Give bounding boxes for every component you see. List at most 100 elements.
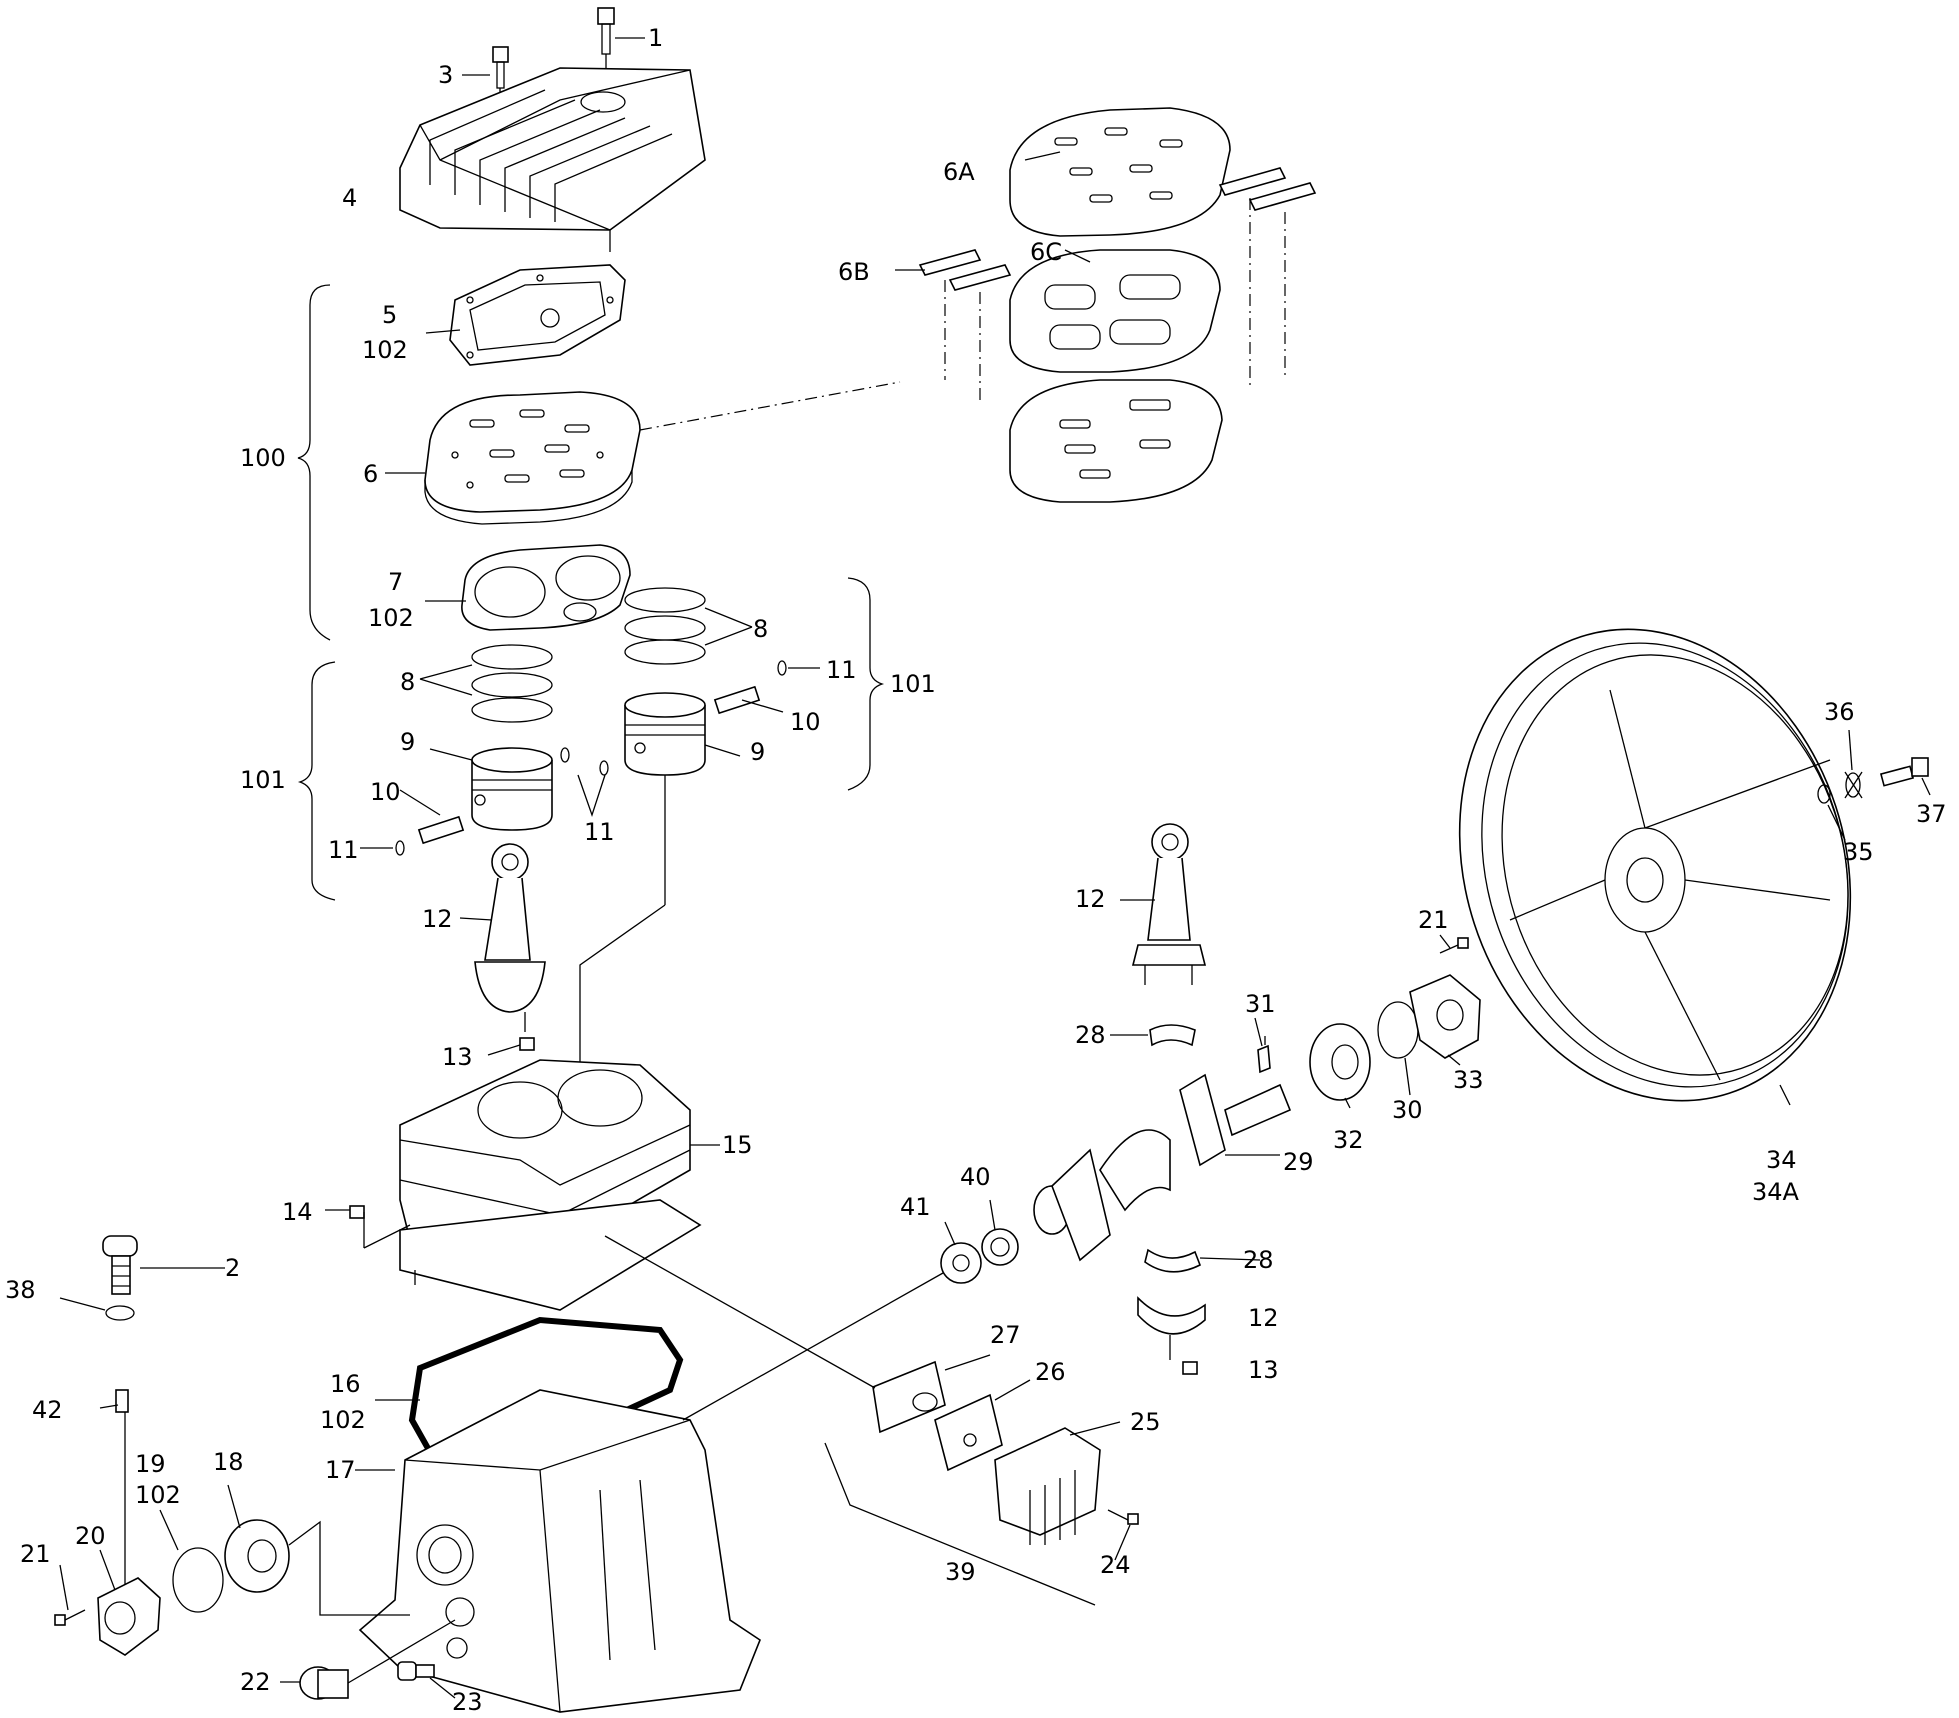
part-12-rod-right	[1131, 823, 1207, 985]
label-6a: 6A	[943, 158, 975, 186]
leader-22	[347, 1619, 456, 1684]
label-21-right: 21	[1418, 906, 1449, 934]
part-41-seal	[940, 1242, 982, 1284]
label-8-left: 8	[400, 668, 415, 696]
part-21-screw-right	[1439, 937, 1469, 954]
part-17-crankcase	[358, 1389, 761, 1713]
part-12-rod-cap	[1137, 1296, 1206, 1360]
part-6-valve-plate	[424, 391, 641, 525]
label-23: 23	[452, 1688, 483, 1716]
label-6: 6	[363, 460, 378, 488]
part-27-filter-base	[872, 1360, 946, 1434]
part-13-nut-left	[519, 1037, 535, 1051]
label-29: 29	[1283, 1148, 1314, 1176]
leader-6-to-detail	[639, 381, 901, 431]
label-10-left: 10	[370, 778, 401, 806]
label-101-right: 101	[890, 670, 936, 698]
part-12-rod-left	[474, 843, 546, 1032]
label-22: 22	[240, 1668, 271, 1696]
part-8-rings-right	[624, 587, 706, 665]
part-40-seal	[981, 1228, 1019, 1266]
part-11-clip	[395, 840, 405, 856]
label-3: 3	[438, 61, 453, 89]
label-5-102: 102	[362, 336, 408, 364]
part-6b-reeds	[918, 167, 1317, 400]
part-6a-plate	[1009, 107, 1231, 237]
label-30: 30	[1392, 1096, 1423, 1124]
label-11-right: 11	[826, 656, 857, 684]
part-42-sight	[115, 1389, 129, 1413]
label-20: 20	[75, 1522, 106, 1550]
label-5: 5	[382, 301, 397, 329]
part-labels: 1 3 4 5 102 6A 6B 6C 6 100 7 102 8 8 11 …	[5, 24, 1947, 1716]
part-19-oring	[172, 1547, 224, 1613]
label-9-right: 9	[750, 738, 765, 766]
label-25: 25	[1130, 1408, 1161, 1436]
part-14-bolt	[349, 1205, 411, 1249]
part-23-bolt	[397, 1637, 468, 1681]
part-18-bearing	[224, 1519, 290, 1593]
part-4-cylinder-head	[399, 67, 706, 252]
part-36-lockwasher	[1844, 771, 1863, 799]
label-33: 33	[1453, 1066, 1484, 1094]
brace-100	[297, 284, 331, 641]
label-4: 4	[342, 184, 357, 212]
label-27: 27	[990, 1321, 1021, 1349]
label-34a: 34A	[1752, 1178, 1800, 1206]
label-11-left: 11	[328, 836, 359, 864]
label-24: 24	[1100, 1551, 1131, 1579]
part-15-base-flange	[399, 1199, 702, 1311]
part-35-washer	[1817, 784, 1831, 804]
label-35: 35	[1843, 838, 1874, 866]
leader-41	[682, 1272, 944, 1421]
label-2: 2	[225, 1254, 240, 1282]
part-37-bolt	[1879, 757, 1929, 787]
label-12-lower: 12	[1248, 1304, 1279, 1332]
part-33-cover	[1409, 974, 1481, 1059]
label-18: 18	[213, 1448, 244, 1476]
brace-101-right	[847, 577, 885, 791]
part-31-key	[1257, 1044, 1271, 1074]
label-28-upper: 28	[1075, 1021, 1106, 1049]
part-6c-plate	[1009, 249, 1221, 373]
label-6c: 6C	[1030, 238, 1062, 266]
part-16-gasket	[408, 1316, 684, 1456]
part-25-filter-cover	[994, 1427, 1101, 1545]
leader-filter	[604, 1235, 876, 1389]
label-39: 39	[945, 1558, 976, 1586]
label-100: 100	[240, 444, 286, 472]
part-11-clip	[777, 660, 787, 676]
label-36: 36	[1824, 698, 1855, 726]
label-6b: 6B	[838, 258, 870, 286]
part-30-snap-ring	[1377, 1001, 1419, 1059]
bracket-39	[824, 1442, 1096, 1606]
label-7: 7	[388, 568, 403, 596]
label-16-102: 102	[320, 1406, 366, 1434]
label-10-right: 10	[790, 708, 821, 736]
label-41: 41	[900, 1193, 931, 1221]
label-34: 34	[1766, 1146, 1797, 1174]
part-26-filter-element	[934, 1393, 1003, 1472]
label-19: 19	[135, 1450, 166, 1478]
label-101-left: 101	[240, 766, 286, 794]
part-15-cylinder	[399, 1059, 691, 1246]
part-10-pin-right	[713, 685, 761, 715]
label-32: 32	[1333, 1126, 1364, 1154]
part-38-oring	[105, 1305, 135, 1321]
part-11-clip	[599, 760, 609, 776]
part-13-nut-right	[1182, 1361, 1198, 1375]
part-20-cover	[97, 1390, 161, 1656]
part-32-bearing	[1309, 1023, 1371, 1101]
part-28-bearing-lower	[1144, 1248, 1202, 1273]
part-5-head-gasket	[449, 264, 626, 366]
part-2-breather	[102, 1235, 138, 1295]
leader-18	[288, 1520, 410, 1616]
label-12-right: 12	[1075, 885, 1106, 913]
part-11-clip	[560, 747, 570, 763]
part-21-screw-left	[54, 1609, 86, 1626]
part-29-crankshaft	[1033, 1073, 1292, 1262]
leader-lines	[59, 37, 1931, 1699]
label-17: 17	[325, 1456, 356, 1484]
brace-101-left	[297, 661, 336, 901]
part-34-flywheel	[1458, 628, 1852, 1102]
